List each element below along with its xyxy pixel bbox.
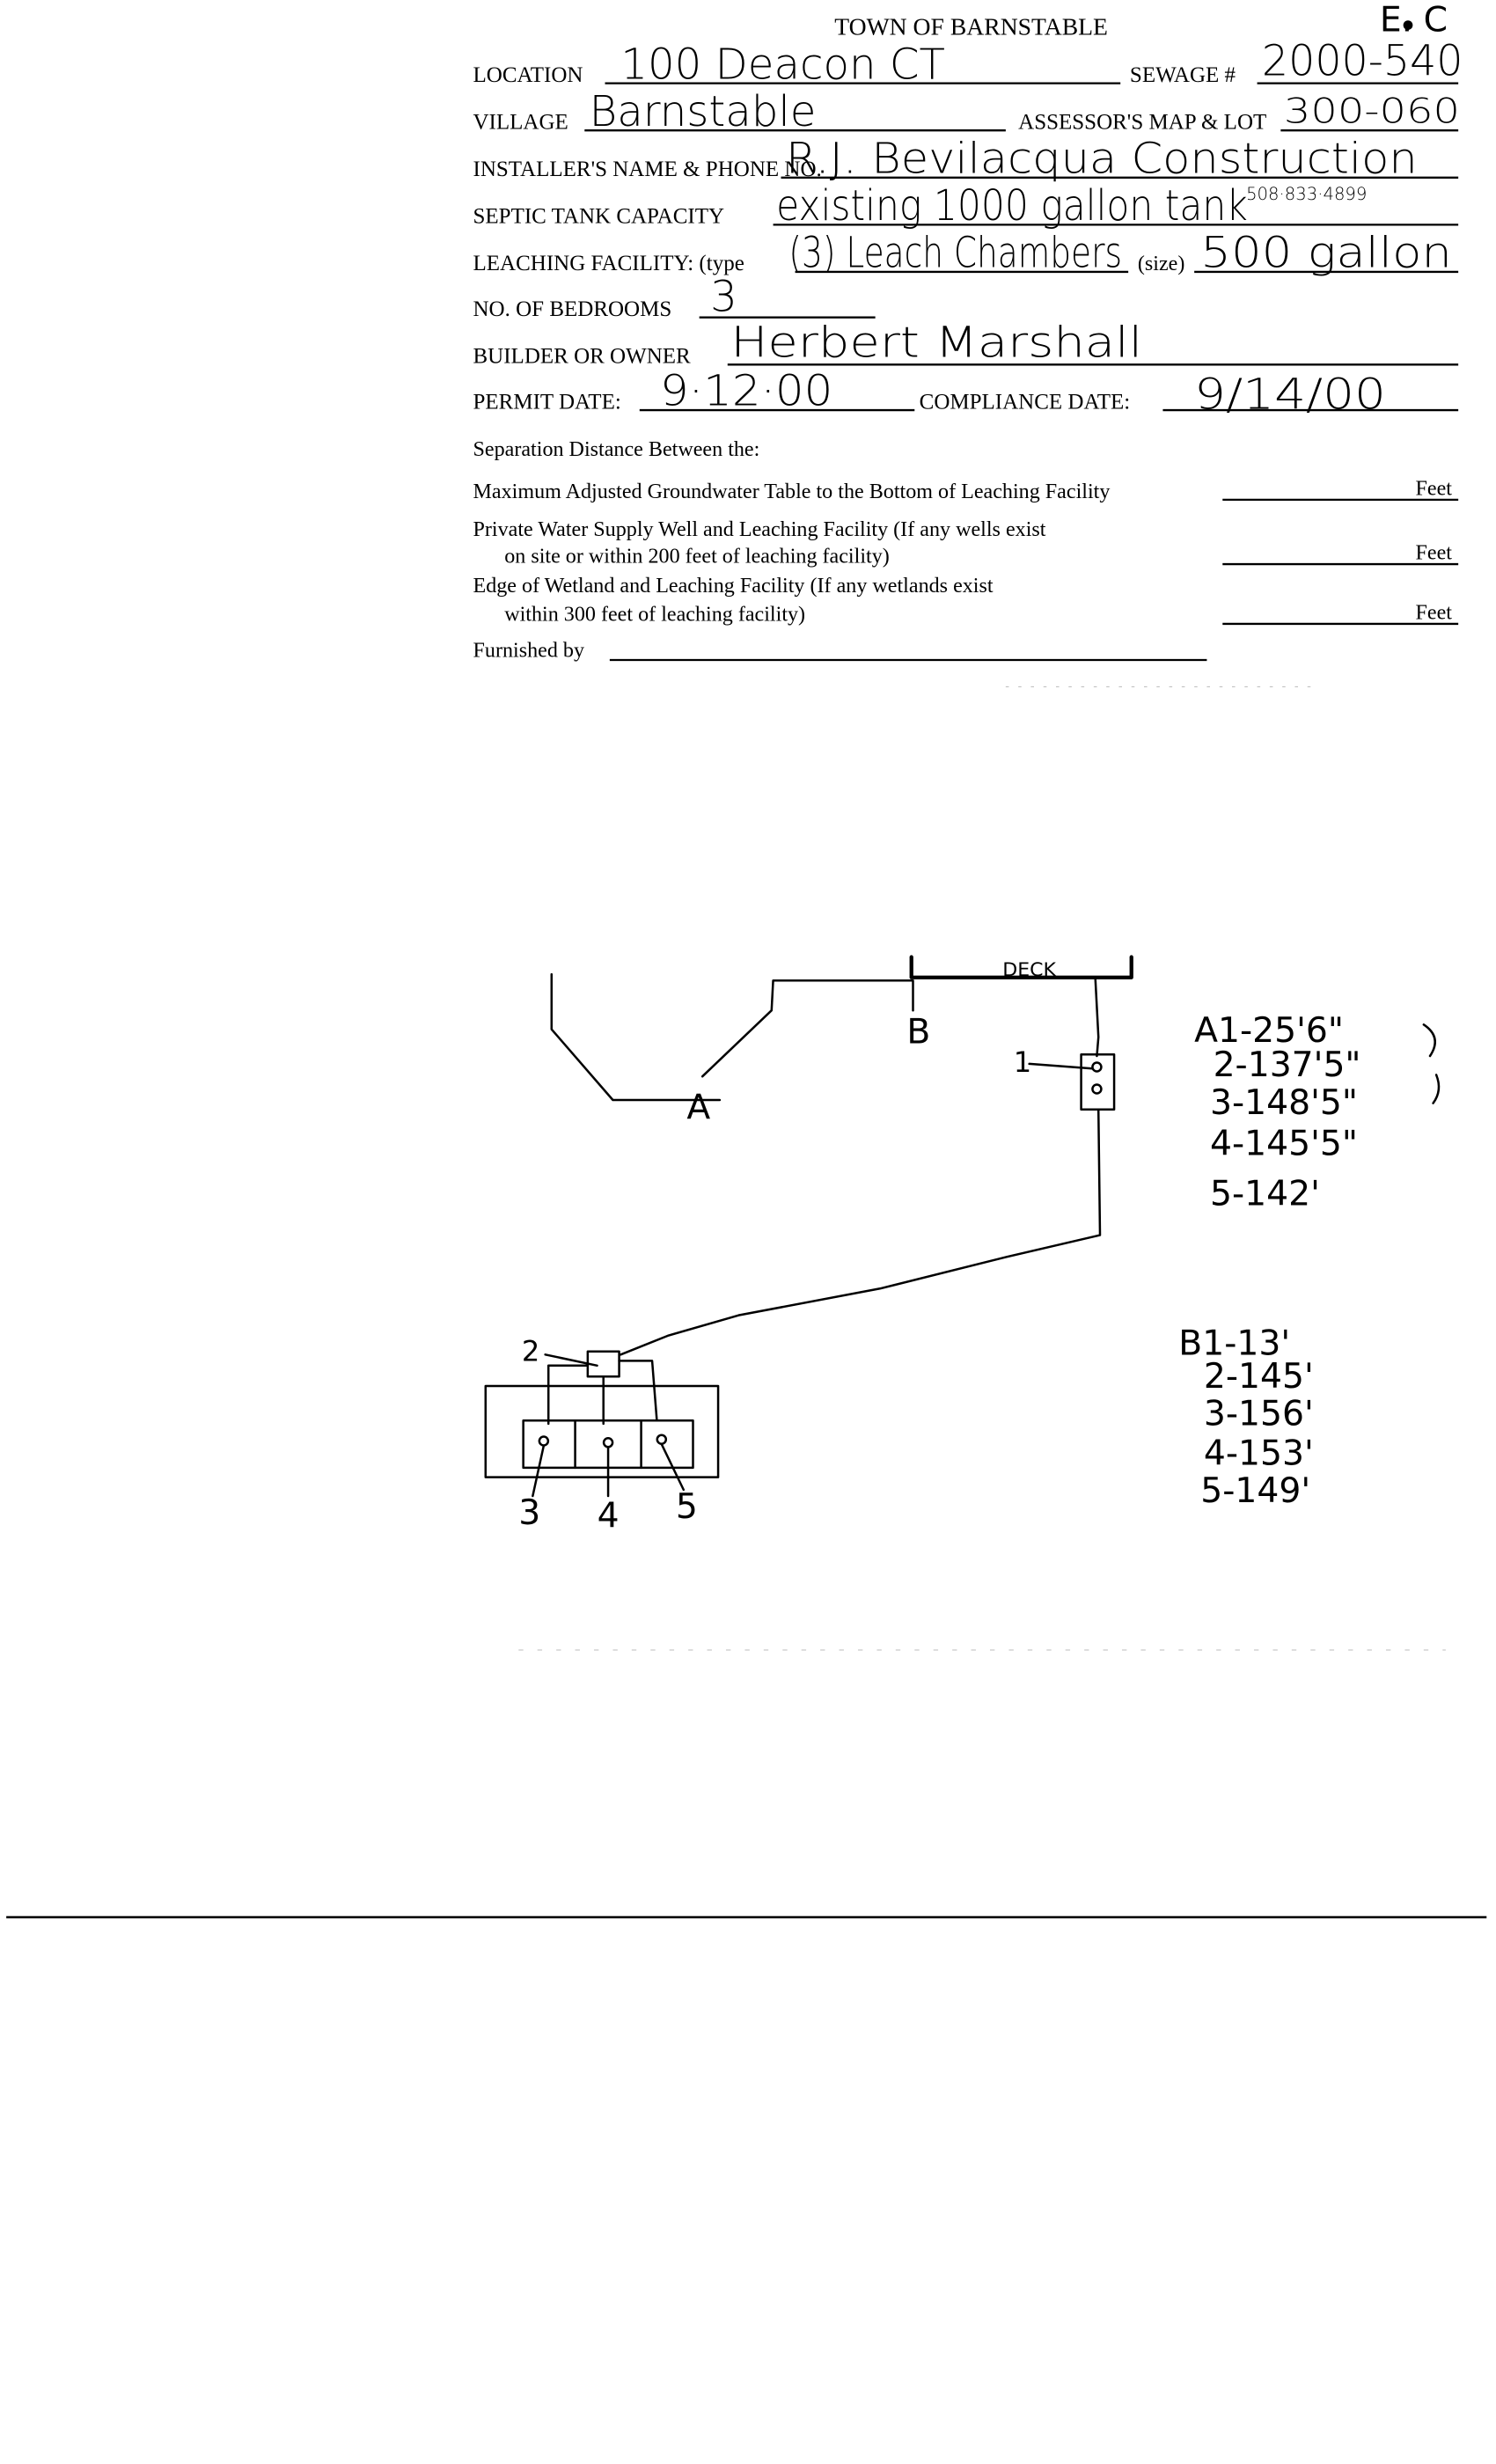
separation-heading: Separation Distance Between the: xyxy=(473,438,760,461)
point-leader-5 xyxy=(660,1442,686,1492)
bracket-mark xyxy=(1422,1023,1436,1058)
house-tie-line xyxy=(700,979,914,1078)
tie-b-5: 5-149' xyxy=(1200,1471,1310,1511)
tie-a-3: 3-148'5" xyxy=(1210,1083,1358,1123)
leaching-area-outline xyxy=(484,1384,720,1478)
point-label-1: 1 xyxy=(1014,1045,1031,1079)
reference-point-a: A xyxy=(686,1088,710,1127)
point-label-3: 3 xyxy=(518,1493,540,1533)
tie-a-4: 4-145'5" xyxy=(1210,1125,1358,1164)
furnished-by-label: Furnished by xyxy=(473,639,585,662)
tie-a-5: 5-142' xyxy=(1210,1175,1320,1214)
point-label-5: 5 xyxy=(676,1487,698,1527)
bedrooms-value: 3 xyxy=(710,273,737,322)
tank-manhole-1 xyxy=(1091,1061,1103,1073)
tie-b-4: 4-153' xyxy=(1204,1434,1314,1473)
house-outline xyxy=(550,972,722,1102)
separation-row-1: Maximum Adjusted Groundwater Table to th… xyxy=(473,480,1111,503)
installer-value: R.J. Bevilacqua Construction xyxy=(786,134,1418,183)
bedrooms-label: NO. OF BEDROOMS xyxy=(473,297,672,321)
tie-measurements-a: A1-25'6" 2-137'5" 3-148'5" 4-145'5" 5-14… xyxy=(1194,1011,1441,1214)
installer-phone: 508·833·4899 xyxy=(1246,184,1367,204)
tie-b-2: 2-145' xyxy=(1204,1357,1314,1397)
tie-a-2: 2-137'5" xyxy=(1214,1045,1361,1085)
point-leader-2 xyxy=(544,1353,598,1368)
sewage-label: SEWAGE # xyxy=(1130,63,1236,87)
tie-measurements-b: B1-13' 2-145' 3-156' 4-153' 5-149' xyxy=(1178,1324,1313,1511)
permit-date-label: PERMIT DATE: xyxy=(473,390,621,414)
point-label-2: 2 xyxy=(522,1334,539,1368)
outlet-pipe xyxy=(620,1108,1102,1356)
tie-b-3: 3-156' xyxy=(1204,1395,1314,1434)
site-sketch: DECK A B 1 2 3 4 5 xyxy=(484,955,1133,1536)
deck-outline xyxy=(909,955,1133,979)
village-value: Barnstable xyxy=(590,87,817,136)
separation-unit-2: Feet xyxy=(1416,542,1453,565)
village-label: VILLAGE xyxy=(473,110,568,134)
compliance-date-value: 9/14/00 xyxy=(1194,370,1386,419)
permit-date-value: 9·12·00 xyxy=(660,367,832,416)
separation-row-3-cont: within 300 feet of leaching facility) xyxy=(504,603,805,626)
tie-b-1: B1-13' xyxy=(1178,1324,1290,1363)
chamber-port-4 xyxy=(602,1437,614,1448)
tie-a-1: A1-25'6" xyxy=(1194,1011,1344,1051)
distribution-line-left xyxy=(546,1364,590,1426)
point-leader-1 xyxy=(1028,1062,1094,1070)
installer-label: INSTALLER'S NAME & PHONE NO. xyxy=(473,158,822,181)
point-leader-3 xyxy=(532,1444,546,1498)
corner-mark: E. C xyxy=(1380,1,1448,40)
compliance-date-label: COMPLIANCE DATE: xyxy=(920,390,1131,414)
chamber-port-5 xyxy=(656,1434,668,1445)
chamber-port-3 xyxy=(538,1435,550,1447)
map-lot-label: ASSESSOR'S MAP & LOT xyxy=(1018,110,1266,134)
septic-value: existing 1000 gallon tank xyxy=(776,181,1248,231)
corner-dot xyxy=(1403,20,1413,30)
separation-row-3: Edge of Wetland and Leaching Facility (I… xyxy=(473,575,994,598)
bracket-mark xyxy=(1432,1074,1441,1104)
septic-label: SEPTIC TANK CAPACITY xyxy=(473,205,725,229)
inlet-pipe xyxy=(1094,976,1100,1058)
leaching-size-value: 500 gallon xyxy=(1200,229,1452,278)
distribution-line-right xyxy=(618,1360,658,1422)
separation-unit-1: Feet xyxy=(1416,478,1453,501)
location-value: 100 Deacon CT xyxy=(620,40,945,89)
size-label: (size) xyxy=(1138,253,1185,275)
separation-unit-3: Feet xyxy=(1416,602,1453,625)
deck-label: DECK xyxy=(1002,959,1057,981)
reference-point-b: B xyxy=(906,1013,930,1052)
separation-row-2-cont: on site or within 200 feet of leaching f… xyxy=(504,545,890,568)
separation-row-2: Private Water Supply Well and Leaching F… xyxy=(473,518,1046,541)
leaching-label: LEACHING FACILITY: (type xyxy=(473,252,744,275)
location-label: LOCATION xyxy=(473,63,583,87)
leaching-type-value: (3) Leach Chambers xyxy=(788,229,1122,278)
sewage-value: 2000-540 xyxy=(1262,37,1463,86)
owner-label: BUILDER OR OWNER xyxy=(473,345,692,369)
owner-value: Herbert Marshall xyxy=(730,318,1142,367)
point-label-4: 4 xyxy=(598,1497,620,1536)
map-lot-value: 300-060 xyxy=(1284,92,1460,131)
form-title: TOWN OF BARNSTABLE xyxy=(834,12,1108,40)
tank-manhole-2 xyxy=(1091,1083,1103,1095)
